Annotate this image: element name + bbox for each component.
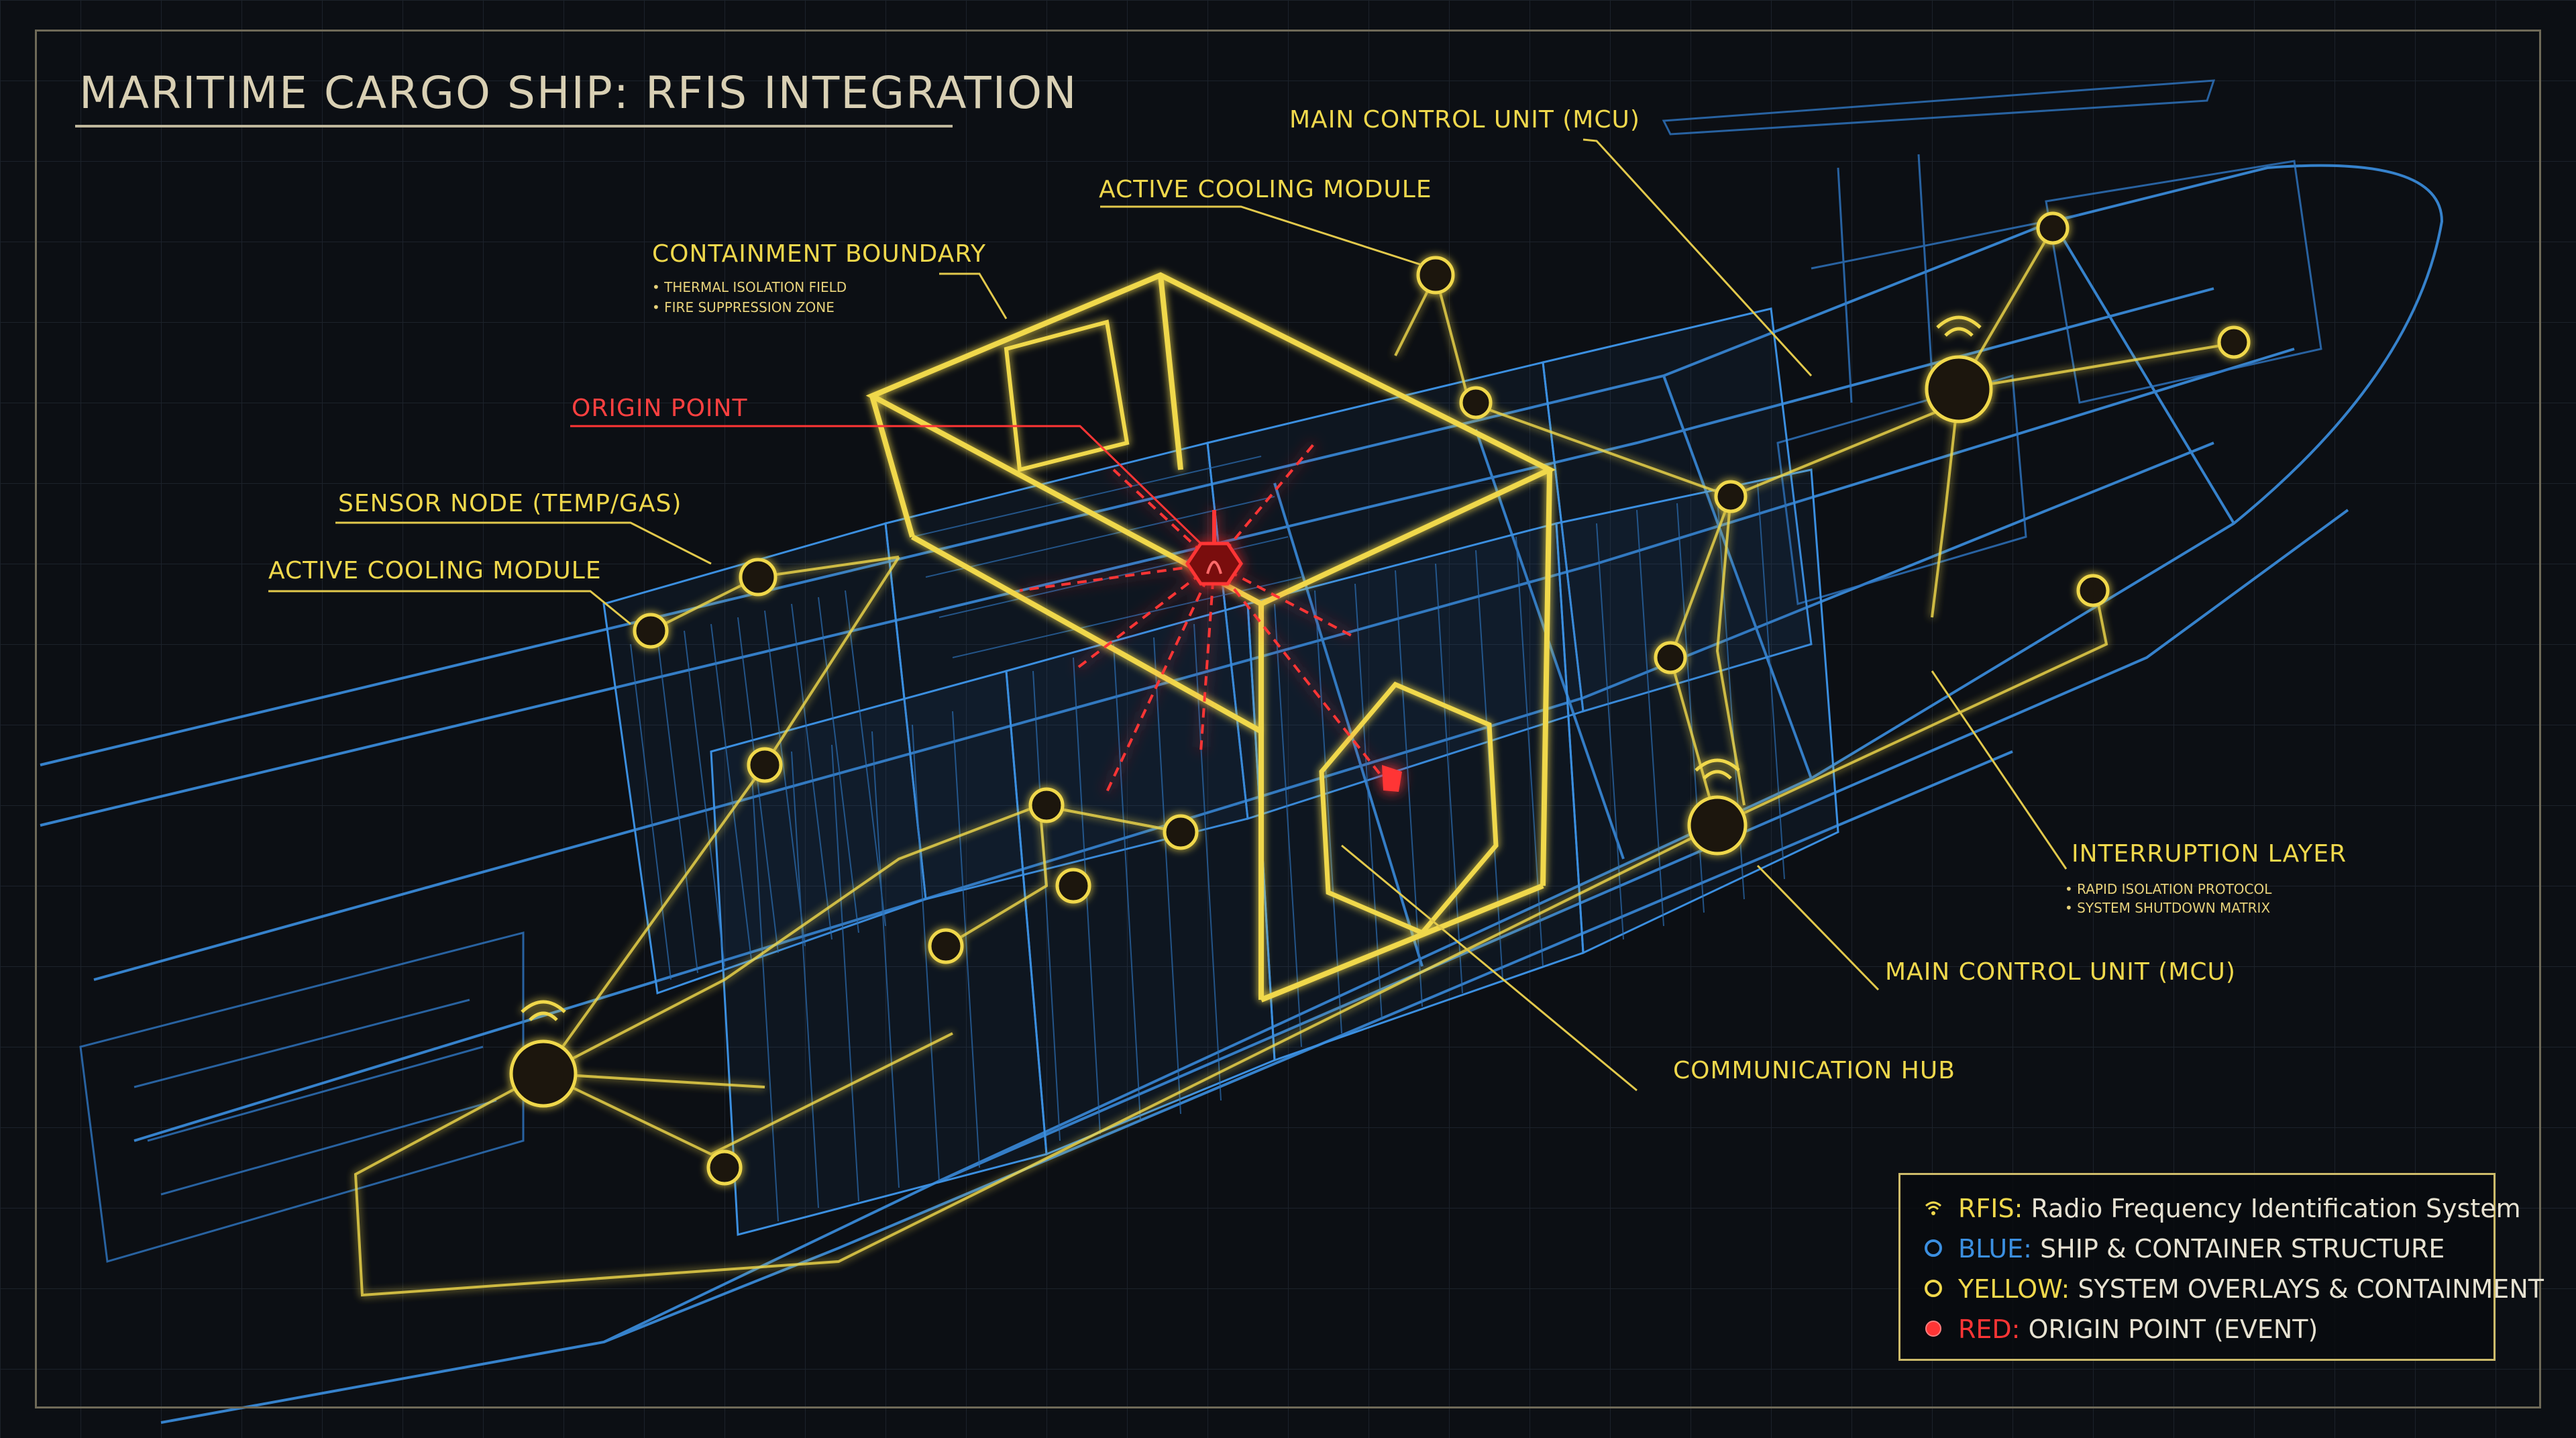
legend-text: SHIP & CONTAINER STRUCTURE <box>2031 1234 2445 1264</box>
node-icon <box>2217 325 2251 359</box>
node-icon <box>747 747 783 783</box>
wifi-icon <box>1925 1201 1942 1215</box>
rfis-hub-left-icon <box>509 1039 578 1108</box>
node-icon <box>1459 386 1493 419</box>
legend-key: BLUE: <box>1958 1234 2032 1264</box>
legend: RFIS: Radio Frequency Identification Sys… <box>1898 1173 2544 1361</box>
label-cooling-left: ACTIVE COOLING MODULE <box>268 557 602 584</box>
label-mcu-right: MAIN CONTROL UNIT (MCU) <box>1885 958 2236 986</box>
node-icon <box>1028 787 1065 823</box>
label-sensor-node: SENSOR NODE (TEMP/GAS) <box>338 490 682 517</box>
sensor-node-icon <box>739 558 777 597</box>
ship-hull <box>40 164 2444 1424</box>
callout-leaders <box>268 138 2068 1092</box>
label-interruption-sub1: • RAPID ISOLATION PROTOCOL <box>2065 881 2272 897</box>
rfis-hub-right-icon <box>1925 355 1993 423</box>
node-icon <box>706 1149 743 1186</box>
label-mcu-top: MAIN CONTROL UNIT (MCU) <box>1289 106 1640 134</box>
label-containment: CONTAINMENT BOUNDARY <box>652 240 987 268</box>
origin-point-marker <box>1185 510 1402 792</box>
node-icon <box>2036 211 2070 245</box>
title-underline <box>75 125 953 127</box>
label-containment-sub1: • THERMAL ISOLATION FIELD <box>652 279 847 295</box>
node-icon <box>1654 641 1687 674</box>
poster-frame <box>35 30 2541 1408</box>
node-icon <box>2076 574 2110 607</box>
cooling-node-left-icon <box>633 613 669 649</box>
node-icons <box>509 211 2251 1186</box>
label-containment-sub2: • FIRE SUPPRESSION ZONE <box>652 299 835 315</box>
cooling-node-top-icon <box>1416 256 1455 295</box>
label-communication-hub: COMMUNICATION HUB <box>1673 1057 1955 1084</box>
node-icon <box>1055 868 1091 904</box>
label-interruption-layer: INTERRUPTION LAYER <box>2072 840 2347 868</box>
legend-text: Radio Frequency Identification System <box>2023 1194 2521 1223</box>
wifi-icons <box>521 315 1982 1021</box>
node-icon <box>1163 814 1199 850</box>
blue-circle-icon <box>1925 1239 1942 1257</box>
legend-key: YELLOW: <box>1958 1274 2070 1304</box>
containment-boundary <box>865 272 1556 1003</box>
node-icon <box>928 928 964 964</box>
legend-key: RED: <box>1958 1315 2021 1344</box>
yellow-circle-icon <box>1925 1280 1942 1297</box>
diagram-title: MARITIME CARGO SHIP: RFIS INTEGRATION <box>79 67 1078 119</box>
label-cooling-top: ACTIVE COOLING MODULE <box>1099 176 1432 203</box>
label-origin-point: ORIGIN POINT <box>572 395 748 422</box>
legend-key: RFIS: <box>1958 1194 2023 1223</box>
red-dot-icon <box>1925 1321 1941 1337</box>
node-icon <box>1714 480 1748 513</box>
deck-structure <box>79 79 2322 1263</box>
network-lines <box>354 227 2241 1297</box>
mcu-node-icon <box>1687 795 1748 856</box>
legend-text: SYSTEM OVERLAYS & CONTAINMENT <box>2070 1274 2544 1304</box>
legend-text: ORIGIN POINT (EVENT) <box>2020 1315 2318 1344</box>
label-interruption-sub2: • SYSTEM SHUTDOWN MATRIX <box>2065 900 2271 916</box>
